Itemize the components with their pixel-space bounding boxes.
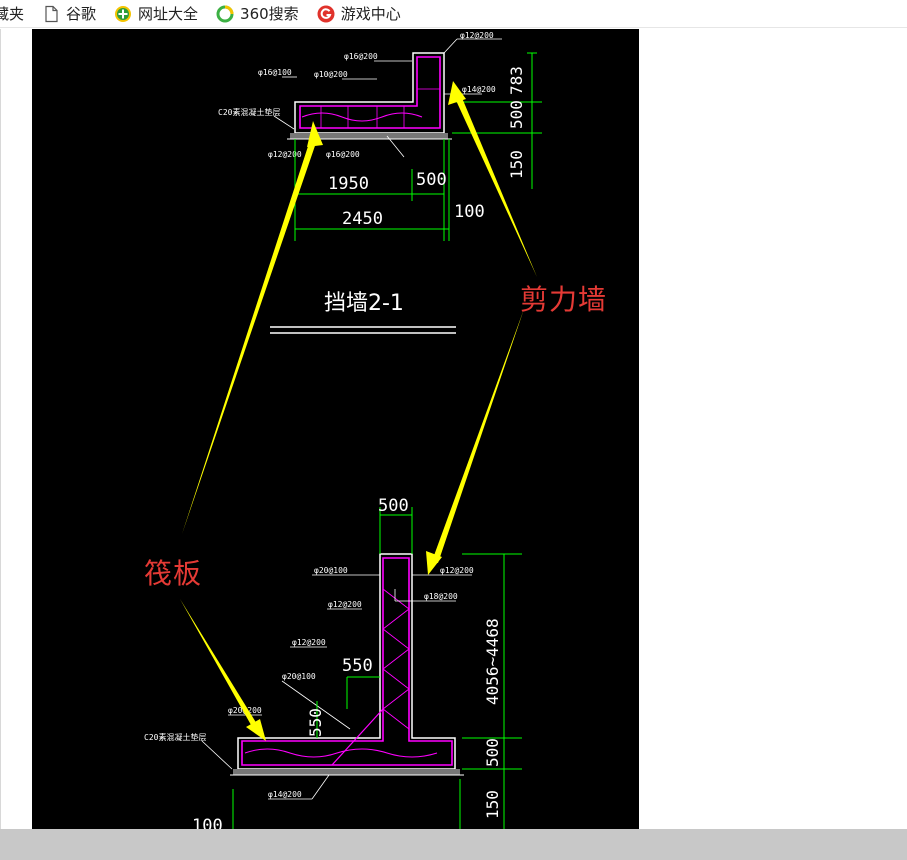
raft-annotation: 筏板: [144, 557, 203, 590]
dim-550: 550: [342, 656, 373, 676]
dim-100: 100: [454, 202, 485, 222]
game-center-icon: [317, 5, 335, 22]
top-rebar-label: φ14@200: [462, 85, 496, 94]
cad-drawing-svg: φ12@200 φ16@100 φ10@200 φ16@200 φ14@200 …: [144, 31, 542, 829]
top-dimension-values: 1950 500 2450 100: [328, 170, 485, 229]
bottom-dimension-lines: [232, 507, 522, 829]
bottom-vertical-dims: 4056~4468 550 500 150: [306, 618, 502, 819]
dim-100-bottom: 100: [192, 816, 223, 829]
dim-150: 150: [507, 150, 526, 179]
bottom-rebar-label: φ12@200: [292, 638, 326, 647]
bookmarks-bar: 藏夹 谷歌 网址大全 360搜索 游戏中心: [0, 0, 907, 28]
shear-wall-annotation: 剪力墙: [520, 283, 608, 316]
bottom-rebar-label: φ12@200: [440, 566, 474, 575]
top-dimension-lines: [294, 52, 542, 241]
left-border: [0, 29, 1, 829]
dim-500: 500: [416, 170, 447, 190]
bookmark-label: 谷歌: [66, 5, 97, 23]
top-rebar-label: φ16@200: [344, 52, 378, 61]
cad-drawing-image: φ12@200 φ16@100 φ10@200 φ16@200 φ14@200 …: [32, 29, 639, 829]
top-rebar-label: φ12@200: [460, 31, 494, 40]
section-title: 挡墙2-1: [324, 291, 404, 316]
search-360-icon: [216, 5, 234, 22]
bookmark-label: 游戏中心: [340, 5, 401, 23]
top-rebar-label: φ16@100: [258, 68, 292, 77]
top-concrete-note: C20素混凝土垫层: [218, 107, 280, 117]
bottom-rebar-label: φ18@200: [424, 592, 458, 601]
bottom-rebar-label: φ20@100: [282, 672, 316, 681]
bottom-rebar-labels: φ20@100 φ12@200 φ18@200 φ12@200 φ12@200 …: [144, 566, 474, 800]
top-vertical-dims: 783 500 150: [507, 66, 526, 179]
bookmark-game-center[interactable]: 游戏中心: [317, 3, 401, 24]
bottom-rebar-label: φ14@200: [268, 790, 302, 799]
bookmark-360-search[interactable]: 360搜索: [216, 3, 299, 24]
dim-500-top: 500: [378, 496, 409, 516]
bookmark-favorites[interactable]: 藏夹: [0, 3, 24, 24]
top-rebar-label: φ12@200: [268, 150, 302, 159]
dim-4056-4468: 4056~4468: [483, 618, 502, 705]
bottom-rebar-label: φ12@200: [328, 600, 362, 609]
top-rebar-label: φ16@200: [326, 150, 360, 159]
horizontal-scrollbar[interactable]: [0, 829, 907, 860]
bottom-wall-section: φ20@100 φ12@200 φ18@200 φ12@200 φ12@200 …: [144, 496, 522, 829]
top-wall-section: φ12@200 φ16@100 φ10@200 φ16@200 φ14@200 …: [218, 31, 542, 334]
bottom-dimension-values: 500 550 100: [192, 496, 409, 829]
bottom-rebar-label: φ20@100: [314, 566, 348, 575]
dim-500-bottom-v: 500: [483, 738, 502, 767]
bottom-concrete-note: C20素混凝土垫层: [144, 732, 206, 742]
bookmark-label: 藏夹: [0, 5, 25, 23]
bookmark-label: 网址大全: [138, 5, 199, 23]
top-rebar-labels: φ12@200 φ16@100 φ10@200 φ16@200 φ14@200 …: [218, 31, 502, 159]
dim-550-v: 550: [306, 708, 325, 737]
dim-1950: 1950: [328, 174, 369, 194]
annotation-arrows: [180, 81, 537, 741]
dim-150-bottom: 150: [483, 790, 502, 819]
bookmark-label: 360搜索: [240, 5, 299, 23]
top-rebar-label: φ10@200: [314, 70, 348, 79]
dim-783: 783: [507, 66, 526, 95]
page-icon: [45, 5, 58, 22]
bookmark-url-directory[interactable]: 网址大全: [114, 3, 198, 24]
bookmark-google[interactable]: 谷歌: [42, 3, 96, 24]
dim-2450: 2450: [342, 209, 383, 229]
plus-shield-icon: [115, 5, 132, 22]
dim-500-v: 500: [507, 100, 526, 129]
